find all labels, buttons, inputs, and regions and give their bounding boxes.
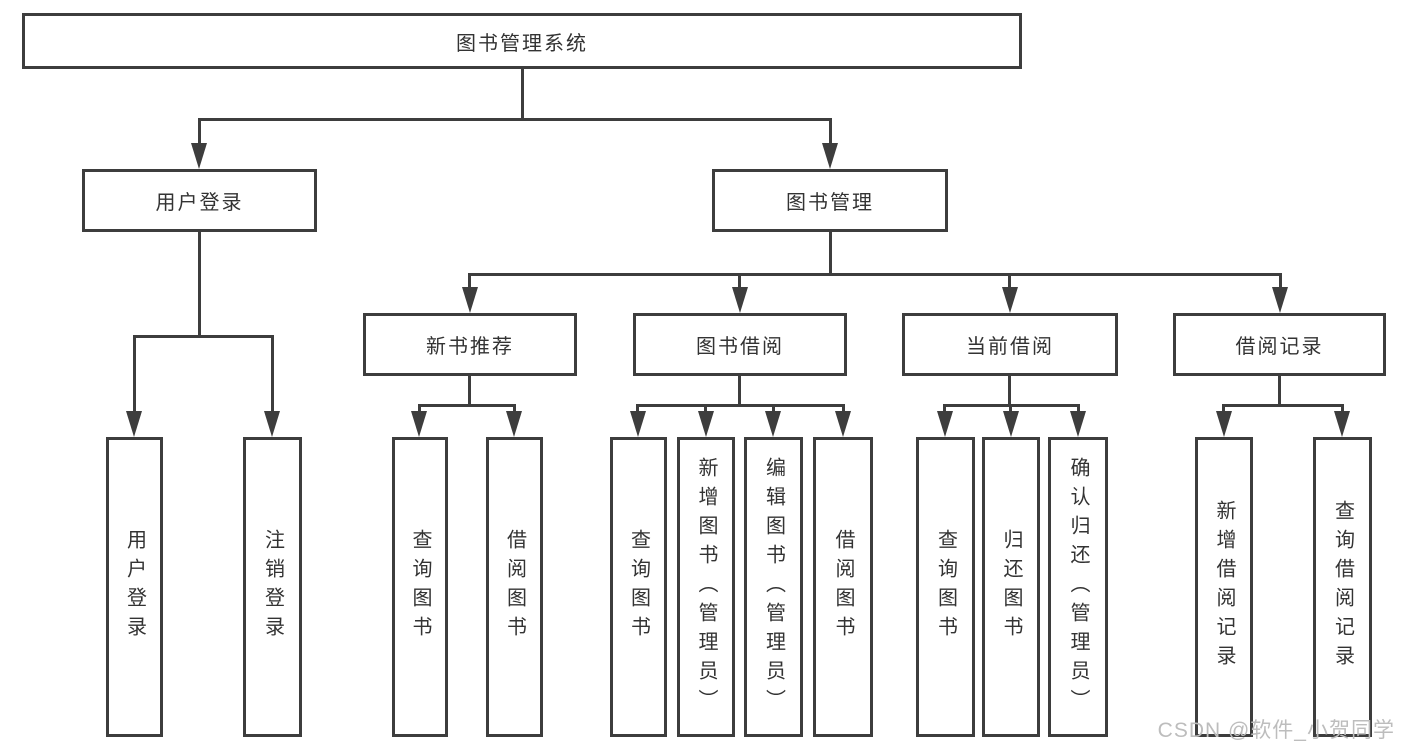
connector-line bbox=[468, 273, 1282, 276]
leaf-edit-books-admin: 编辑图书（管理员） bbox=[744, 437, 803, 737]
arrow-down-icon bbox=[630, 411, 646, 437]
arrow-down-icon bbox=[411, 411, 427, 437]
connector-line bbox=[513, 404, 516, 415]
arrow-down-icon bbox=[126, 411, 142, 437]
arrow-down-icon bbox=[835, 411, 851, 437]
connector-line bbox=[943, 404, 946, 415]
arrow-down-icon bbox=[506, 411, 522, 437]
leaf-query-books-borrow: 查询图书 bbox=[610, 437, 667, 737]
arrow-down-icon bbox=[1216, 411, 1232, 437]
node-new-book-recommend: 新书推荐 bbox=[363, 313, 577, 376]
node-borrow-records: 借阅记录 bbox=[1173, 313, 1386, 376]
connector-line bbox=[704, 404, 707, 415]
connector-line bbox=[133, 335, 274, 338]
connector-line bbox=[1077, 404, 1080, 415]
arrow-down-icon bbox=[765, 411, 781, 437]
connector-line bbox=[418, 404, 421, 415]
leaf-borrow-books: 借阅图书 bbox=[813, 437, 873, 737]
arrow-down-icon bbox=[1334, 411, 1350, 437]
connector-line bbox=[198, 118, 201, 146]
node-user-login-branch: 用户登录 bbox=[82, 169, 317, 232]
connector-line bbox=[198, 232, 201, 337]
node-book-management: 图书管理 bbox=[712, 169, 948, 232]
connector-line bbox=[1279, 273, 1282, 290]
arrow-down-icon bbox=[1003, 411, 1019, 437]
leaf-logout: 注销登录 bbox=[243, 437, 302, 737]
leaf-query-borrow-record: 查询借阅记录 bbox=[1313, 437, 1372, 737]
connector-line bbox=[772, 404, 775, 415]
arrow-down-icon bbox=[1002, 287, 1018, 313]
arrow-down-icon bbox=[191, 143, 207, 169]
connector-line bbox=[1222, 404, 1225, 415]
connector-line bbox=[842, 404, 845, 415]
arrow-down-icon bbox=[698, 411, 714, 437]
arrow-down-icon bbox=[462, 287, 478, 313]
connector-line bbox=[418, 404, 516, 407]
leaf-query-books-current: 查询图书 bbox=[916, 437, 975, 737]
connector-line bbox=[271, 335, 274, 414]
leaf-query-books-recommend: 查询图书 bbox=[392, 437, 448, 737]
connector-line bbox=[468, 273, 471, 290]
connector-line bbox=[738, 376, 741, 406]
connector-line bbox=[1222, 404, 1344, 407]
connector-line bbox=[468, 376, 471, 406]
arrow-down-icon bbox=[822, 143, 838, 169]
connector-line bbox=[1278, 376, 1281, 406]
connector-line bbox=[1008, 376, 1011, 406]
node-current-borrow: 当前借阅 bbox=[902, 313, 1118, 376]
arrow-down-icon bbox=[1070, 411, 1086, 437]
leaf-add-borrow-record: 新增借阅记录 bbox=[1195, 437, 1253, 737]
connector-line bbox=[1008, 273, 1011, 290]
arrow-down-icon bbox=[937, 411, 953, 437]
leaf-add-books-admin: 新增图书（管理员） bbox=[677, 437, 735, 737]
connector-line bbox=[829, 118, 832, 146]
connector-line bbox=[521, 69, 524, 119]
connector-line bbox=[738, 273, 741, 290]
connector-line bbox=[636, 404, 845, 407]
connector-line bbox=[1341, 404, 1344, 415]
node-root: 图书管理系统 bbox=[22, 13, 1022, 69]
connector-line bbox=[198, 118, 832, 121]
leaf-return-books: 归还图书 bbox=[982, 437, 1040, 737]
leaf-borrow-books-recommend: 借阅图书 bbox=[486, 437, 543, 737]
connector-line bbox=[829, 232, 832, 274]
leaf-confirm-return-admin: 确认归还（管理员） bbox=[1048, 437, 1108, 737]
arrow-down-icon bbox=[1272, 287, 1288, 313]
leaf-user-login: 用户登录 bbox=[106, 437, 163, 737]
node-book-borrow: 图书借阅 bbox=[633, 313, 847, 376]
connector-line bbox=[636, 404, 639, 415]
csdn-watermark: CSDN @软件_小贺同学 bbox=[1157, 719, 1395, 742]
connector-line bbox=[1009, 404, 1012, 415]
arrow-down-icon bbox=[264, 411, 280, 437]
connector-line bbox=[133, 335, 136, 414]
arrow-down-icon bbox=[732, 287, 748, 313]
